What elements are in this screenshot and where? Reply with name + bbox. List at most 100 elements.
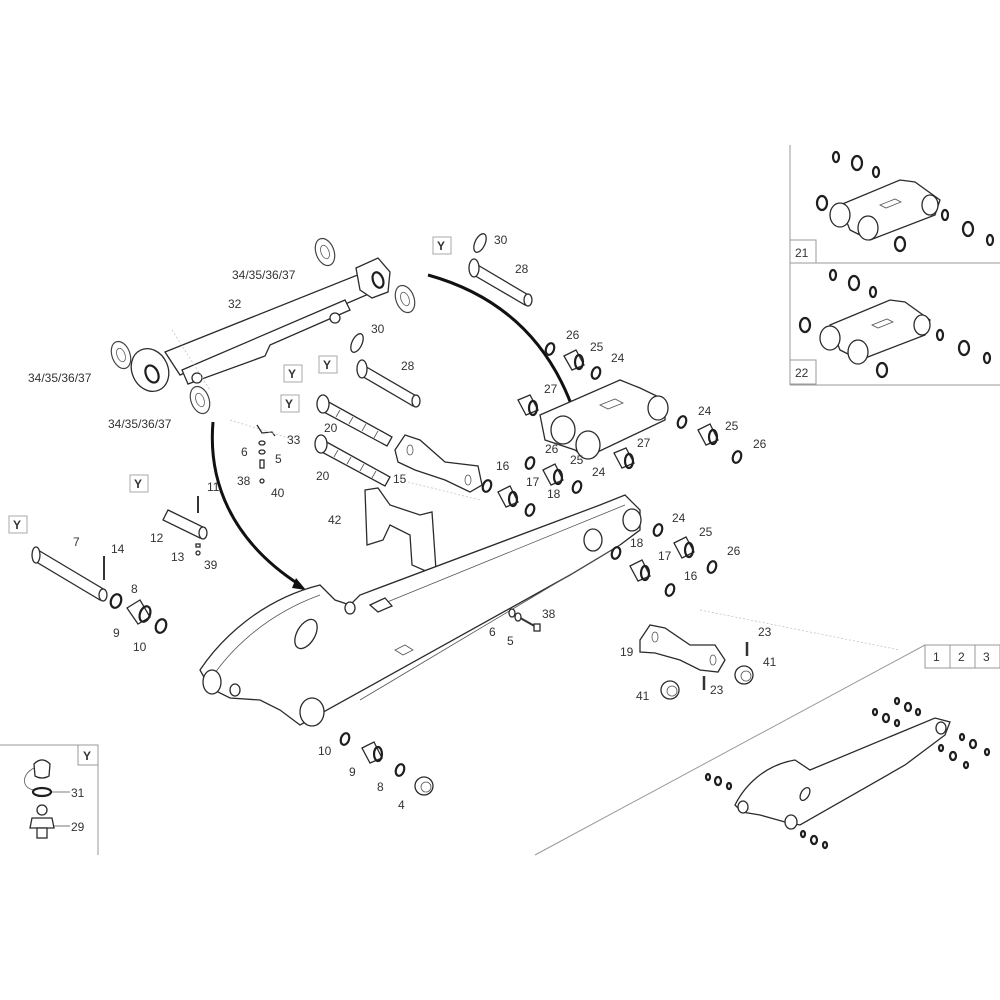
lock-clip-30-middle[interactable] bbox=[348, 332, 366, 354]
bolt-38[interactable] bbox=[259, 459, 265, 469]
bushing-25[interactable] bbox=[697, 423, 719, 446]
washer-5[interactable] bbox=[258, 449, 266, 455]
callout-24: 24 bbox=[698, 404, 712, 418]
grease-nipple-29 bbox=[36, 804, 48, 816]
callout-23: 23 bbox=[710, 683, 724, 697]
pin-12[interactable] bbox=[162, 509, 208, 540]
assembly-arrow-link bbox=[427, 273, 577, 416]
callout-25: 25 bbox=[570, 453, 584, 467]
callout-40: 40 bbox=[271, 486, 285, 500]
callout-39: 39 bbox=[204, 558, 218, 572]
callout-4: 4 bbox=[398, 798, 405, 812]
nut-39[interactable] bbox=[195, 550, 201, 556]
callout-28: 28 bbox=[401, 359, 415, 373]
callout-17: 17 bbox=[658, 549, 672, 563]
ring-26[interactable] bbox=[544, 342, 556, 356]
bushing-17[interactable] bbox=[629, 559, 651, 582]
bushing-25[interactable] bbox=[563, 349, 585, 371]
bolt-38-boom[interactable] bbox=[508, 608, 541, 632]
ring-26[interactable] bbox=[706, 560, 718, 574]
callout-15: 15 bbox=[393, 472, 407, 486]
callout-26: 26 bbox=[753, 437, 767, 451]
callout-16: 16 bbox=[684, 569, 698, 583]
dust-cap-icon bbox=[33, 759, 51, 779]
clamp-33[interactable] bbox=[256, 424, 276, 437]
callout-8: 8 bbox=[377, 780, 384, 794]
washer-34[interactable] bbox=[312, 236, 338, 268]
callout-26: 26 bbox=[566, 328, 580, 342]
castle-nut-41-left[interactable] bbox=[660, 680, 680, 700]
washer-34[interactable] bbox=[392, 283, 418, 315]
bracket-42[interactable] bbox=[364, 487, 437, 573]
ring-16[interactable] bbox=[481, 479, 493, 493]
page-tab-3[interactable]: 3 bbox=[974, 644, 1000, 669]
link-plate-19[interactable] bbox=[639, 624, 726, 673]
pin-7[interactable] bbox=[31, 546, 108, 602]
page-tab-2[interactable]: 2 bbox=[949, 644, 976, 669]
washer-6[interactable] bbox=[258, 440, 266, 446]
washer-13[interactable] bbox=[195, 543, 201, 548]
nut-40[interactable] bbox=[259, 478, 265, 484]
castle-nut-41-right[interactable] bbox=[734, 665, 754, 685]
callout-19: 19 bbox=[620, 645, 634, 659]
lock-clip-30-upper[interactable] bbox=[471, 232, 489, 254]
pin-28-middle[interactable] bbox=[356, 359, 421, 408]
pin-20-lower[interactable] bbox=[314, 434, 391, 487]
callout-9: 9 bbox=[113, 626, 120, 640]
ring-26[interactable] bbox=[731, 450, 743, 464]
ring-26[interactable] bbox=[524, 456, 536, 470]
ring-24[interactable] bbox=[676, 415, 688, 429]
svg-text:Y: Y bbox=[134, 477, 142, 491]
rocker-link[interactable] bbox=[539, 379, 669, 460]
callout-25: 25 bbox=[699, 525, 713, 539]
pin-28-upper[interactable] bbox=[468, 258, 533, 307]
y-marker: Y bbox=[283, 364, 303, 383]
callout-38: 38 bbox=[542, 607, 556, 621]
y-marker: Y bbox=[8, 515, 28, 534]
svg-text:Y: Y bbox=[437, 239, 445, 253]
callout-7: 7 bbox=[73, 535, 80, 549]
o-ring-31 bbox=[31, 786, 53, 798]
castle-nut-4[interactable] bbox=[414, 776, 434, 796]
bushing-27[interactable] bbox=[613, 447, 635, 470]
washer-34[interactable] bbox=[108, 339, 134, 371]
callout-41: 41 bbox=[636, 689, 650, 703]
inset-22-label: 22 bbox=[795, 366, 809, 380]
ring-18[interactable] bbox=[524, 503, 536, 517]
ring-18[interactable] bbox=[610, 546, 622, 560]
bushing-25[interactable] bbox=[673, 536, 695, 559]
ring-24[interactable] bbox=[652, 523, 664, 537]
ring-24[interactable] bbox=[590, 366, 602, 380]
callout-6: 6 bbox=[489, 625, 496, 639]
ring-24[interactable] bbox=[571, 480, 583, 494]
svg-text:Y: Y bbox=[323, 358, 331, 372]
ring-8[interactable] bbox=[109, 593, 123, 610]
callout-10: 10 bbox=[318, 744, 332, 758]
overview-divider bbox=[534, 644, 926, 856]
y-marker: Y bbox=[318, 355, 338, 374]
callout-20: 20 bbox=[316, 469, 330, 483]
bushing-27[interactable] bbox=[517, 394, 539, 417]
svg-text:1: 1 bbox=[933, 650, 940, 664]
link-plate-15[interactable] bbox=[394, 434, 483, 493]
page-tab-1[interactable]: 1 bbox=[924, 644, 951, 669]
bushing-9[interactable] bbox=[361, 741, 384, 764]
ring-16[interactable] bbox=[664, 583, 676, 597]
bushing-17[interactable] bbox=[497, 485, 519, 508]
callout-31: 31 bbox=[71, 786, 85, 800]
inset-variant-22[interactable]: 22 bbox=[789, 268, 992, 385]
hydraulic-cylinder[interactable] bbox=[124, 257, 391, 398]
pin-20-upper[interactable] bbox=[316, 394, 393, 447]
ring-10[interactable] bbox=[339, 732, 351, 746]
ring-10[interactable] bbox=[154, 618, 168, 635]
callout-11: 11 bbox=[207, 480, 220, 494]
ring-8[interactable] bbox=[394, 763, 406, 777]
main-boom[interactable] bbox=[199, 494, 642, 727]
svg-text:3: 3 bbox=[983, 650, 990, 664]
bushing-9[interactable] bbox=[126, 599, 152, 625]
inset-variant-21[interactable]: 21 bbox=[789, 145, 1000, 386]
washer-34[interactable] bbox=[187, 384, 213, 416]
callout-30: 30 bbox=[494, 233, 508, 247]
bushing-25[interactable] bbox=[542, 463, 564, 486]
inset-lubrication[interactable]: Y 31 29 bbox=[0, 744, 99, 855]
